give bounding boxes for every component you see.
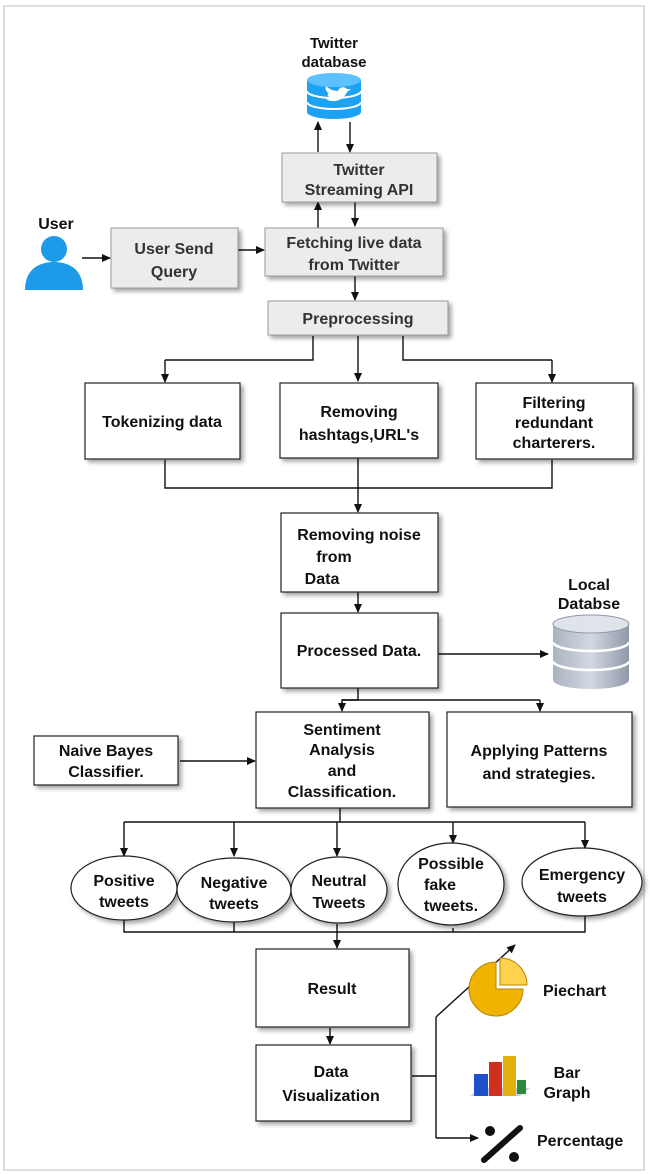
negative-label-1: Negative <box>201 875 268 892</box>
user-query-node: User Send Query <box>110 227 239 289</box>
twitter-database-node: Twitter database <box>301 35 367 119</box>
removing-hashtags-label-2: hashtags,URL's <box>299 427 419 444</box>
local-database-label-1: Local <box>568 577 610 594</box>
naive-bayes-label-2: Classifier. <box>68 764 144 781</box>
diagram-border <box>3 5 645 1171</box>
user-node: User <box>25 216 83 290</box>
visualization-label-1: Data <box>314 1064 349 1081</box>
twitter-database-label-2: database <box>301 54 366 71</box>
piechart-output: Piechart <box>468 957 607 1017</box>
user-query-label-1: User Send <box>134 241 213 258</box>
applying-patterns-node: Applying Patterns and strategies. <box>446 711 633 808</box>
naive-bayes-node: Naive Bayes Classifier. <box>33 735 179 786</box>
applying-patterns-label-2: and strategies. <box>483 766 596 783</box>
positive-tweets-node: Positive tweets <box>70 855 178 921</box>
local-database-node: Local Databse <box>551 577 631 689</box>
result-node: Result <box>255 948 410 1028</box>
positive-label-2: tweets <box>99 894 149 911</box>
preprocessing-node: Preprocessing <box>267 300 449 336</box>
naive-bayes-label-1: Naive Bayes <box>59 743 153 760</box>
sentiment-analysis-node: Sentiment Analysis and Classification. <box>255 711 430 809</box>
user-query-label-2: Query <box>151 264 197 281</box>
neutral-tweets-node: Neutral Tweets <box>290 856 388 924</box>
fetching-label-2: from Twitter <box>308 257 399 274</box>
visualization-node: Data Visualization <box>255 1044 412 1122</box>
emergency-tweets-node: Emergency tweets <box>521 847 643 917</box>
pie-chart-icon <box>468 957 528 1017</box>
removing-hashtags-label-1: Removing <box>320 404 397 421</box>
removing-noise-node: Removing noise from Data <box>280 512 439 593</box>
percentage-label: Percentage <box>537 1133 623 1150</box>
tokenizing-label: Tokenizing data <box>102 414 222 431</box>
bargraph-label-2: Graph <box>543 1085 590 1102</box>
percentage-output: Percentage <box>481 1125 623 1163</box>
removing-noise-label-1: Removing noise <box>297 527 421 544</box>
connectors <box>82 121 589 1142</box>
positive-label-1: Positive <box>93 873 154 890</box>
sentiment-label-2: Analysis <box>309 742 375 759</box>
emergency-label-1: Emergency <box>539 867 625 884</box>
local-database-label-2: Databse <box>558 596 620 613</box>
filtering-node: Filtering redundant charterers. <box>475 382 634 460</box>
sentiment-label-4: Classification. <box>288 784 396 801</box>
sentiment-label-1: Sentiment <box>303 722 381 739</box>
result-label: Result <box>308 981 358 998</box>
user-person-icon <box>25 236 83 290</box>
removing-noise-label-3: Data <box>305 571 340 588</box>
bargraph-label-1: Bar <box>554 1065 581 1082</box>
piechart-label: Piechart <box>543 983 607 1000</box>
twitter-database-label-1: Twitter <box>310 35 358 52</box>
negative-tweets-node: Negative tweets <box>176 857 292 923</box>
preprocessing-label: Preprocessing <box>302 311 413 328</box>
bar-graph-icon <box>470 1056 530 1096</box>
fetching-label-1: Fetching live data <box>286 235 421 252</box>
applying-patterns-label-1: Applying Patterns <box>471 743 608 760</box>
filtering-label-1: Filtering <box>522 395 585 412</box>
fake-tweets-node: Possible fake tweets. <box>397 842 505 926</box>
twitter-database-icon <box>306 73 362 119</box>
streaming-api-label-1: Twitter <box>333 162 384 179</box>
streaming-api-node: Twitter Streaming API <box>281 152 438 203</box>
fake-label-2: fake <box>424 877 456 894</box>
removing-hashtags-node: Removing hashtags,URL's <box>279 382 439 459</box>
visualization-label-2: Visualization <box>282 1088 380 1105</box>
user-label: User <box>38 216 74 233</box>
neutral-label-1: Neutral <box>311 873 366 890</box>
percent-icon <box>481 1125 523 1163</box>
negative-label-2: tweets <box>209 896 259 913</box>
streaming-api-label-2: Streaming API <box>305 182 414 199</box>
tokenizing-node: Tokenizing data <box>84 382 241 460</box>
filtering-label-2: redundant <box>515 415 594 432</box>
processed-data-node: Processed Data. <box>280 612 439 689</box>
emergency-label-2: tweets <box>557 889 607 906</box>
filtering-label-3: charterers. <box>513 435 596 452</box>
sentiment-label-3: and <box>328 763 356 780</box>
processed-data-label: Processed Data. <box>297 643 422 660</box>
removing-noise-label-2: from <box>316 549 352 566</box>
neutral-label-2: Tweets <box>312 895 365 912</box>
fake-label-1: Possible <box>418 856 484 873</box>
bargraph-output: Bar Graph <box>470 1056 591 1102</box>
database-cylinder-icon <box>551 614 631 689</box>
fetching-node: Fetching live data from Twitter <box>264 227 444 277</box>
fake-label-3: tweets. <box>424 898 478 915</box>
